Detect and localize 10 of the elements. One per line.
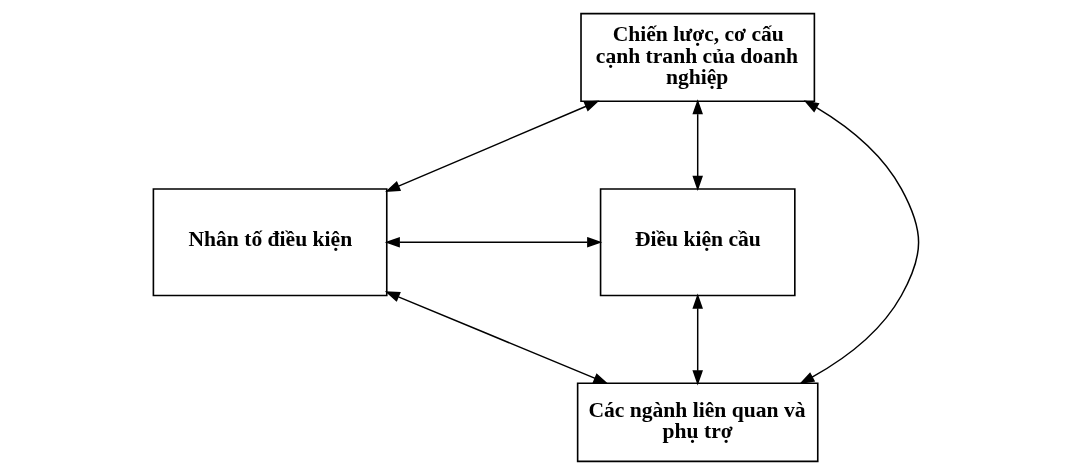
arrow <box>692 293 703 386</box>
arrow <box>799 100 920 384</box>
node-box: Nhân tố điều kiện <box>152 188 388 297</box>
node-box: Chiến lược, cơ cấu cạnh tranh của doanh nghiệp <box>580 12 816 103</box>
node-box: Điều kiện cầu <box>599 188 796 297</box>
node-box: Các ngành liên quan và phụ trợ <box>576 382 819 463</box>
arrow <box>692 99 703 191</box>
arrow <box>384 291 609 384</box>
arrow <box>384 236 603 248</box>
arrow <box>385 100 600 192</box>
